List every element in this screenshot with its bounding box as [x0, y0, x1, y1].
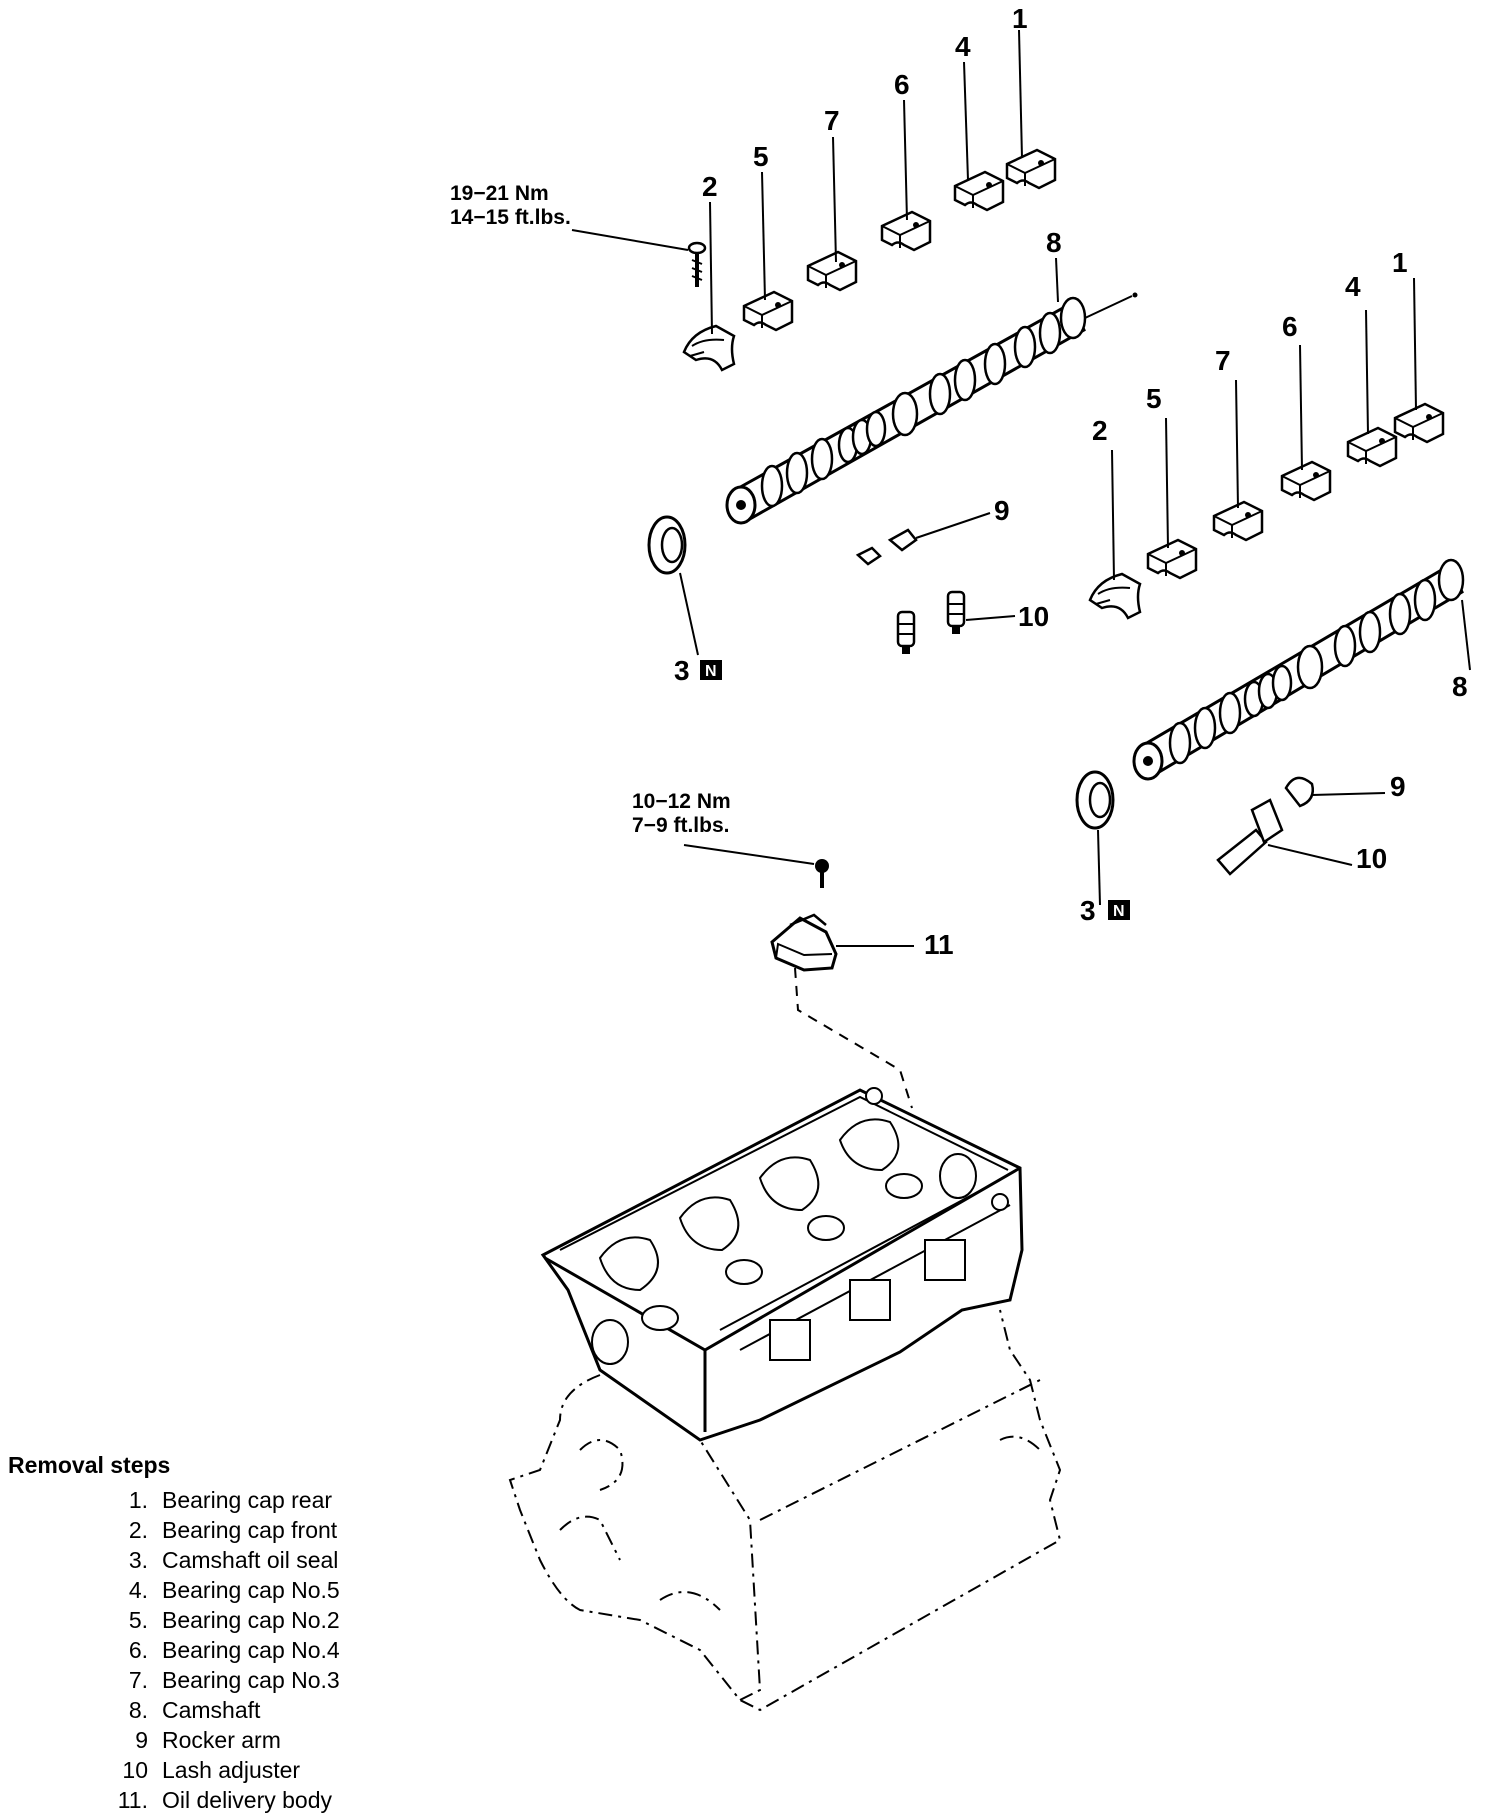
legend-item-number: 4. — [128, 1577, 148, 1603]
removal-steps-legend: Removal steps 1. Bearing cap rear 2. Beari… — [8, 1452, 428, 1815]
legend-item: 3. Camshaft oil seal — [8, 1545, 428, 1575]
upper-bearing-caps — [682, 148, 1057, 372]
callout-lower-2: 2 — [1092, 415, 1108, 446]
legend-item: 10 Lash adjuster — [8, 1755, 428, 1785]
callout-11: 11 — [924, 929, 954, 960]
callout-lower-5: 5 — [1146, 383, 1162, 414]
legend-item: 6. Bearing cap No.4 — [8, 1635, 428, 1665]
callout-upper-9: 9 — [994, 495, 1010, 526]
callout-lower-1: 1 — [1392, 247, 1408, 278]
legend-item: 2. Bearing cap front — [8, 1515, 428, 1545]
torque-spec-oil-delivery-ftlbs: 7−9 ft.lbs. — [632, 814, 729, 837]
callout-upper-1: 1 — [1012, 3, 1028, 34]
new-part-mark-lower-letter: N — [1113, 903, 1125, 920]
legend-item-number: 6. — [128, 1637, 148, 1663]
legend-item: 7. Bearing cap No.3 — [8, 1665, 428, 1695]
legend-item-text: Camshaft oil seal — [162, 1547, 339, 1573]
legend-list: 1. Bearing cap rear 2. Bearing cap front 3… — [8, 1485, 428, 1815]
legend-item-text: Bearing cap No.2 — [162, 1607, 340, 1633]
torque-spec-oil-delivery-nm: 10−12 Nm — [632, 790, 731, 813]
callout-lower-10: 10 — [1356, 843, 1387, 874]
legend-item-number: 1. — [128, 1487, 148, 1513]
legend-item: 11. Oil delivery body — [8, 1785, 428, 1815]
callout-lower-8: 8 — [1452, 671, 1468, 702]
callout-lower-7: 7 — [1215, 345, 1231, 376]
legend-item-text: Rocker arm — [162, 1727, 281, 1753]
engine-block — [508, 1309, 1062, 1712]
legend-item-text: Bearing cap front — [162, 1517, 338, 1543]
callout-upper-3: 3 — [674, 655, 690, 686]
legend-item-number: 3. — [128, 1547, 148, 1573]
callout-lower-6: 6 — [1282, 311, 1298, 342]
upper-rocker-arms — [855, 512, 991, 566]
legend-item-text: Bearing cap No.5 — [162, 1577, 340, 1603]
legend-item-text: Bearing cap No.3 — [162, 1667, 340, 1693]
legend-item: 8. Camshaft — [8, 1695, 428, 1725]
new-part-mark-upper-letter: N — [705, 663, 717, 680]
torque-spec-camshaft-cap: 19−21 Nm 14−15 ft.lbs. — [450, 182, 571, 229]
lower-lash-adjuster — [1216, 798, 1353, 876]
legend-item-text: Oil delivery body — [162, 1787, 333, 1813]
legend-item-number: 10 — [122, 1757, 148, 1783]
legend-title: Removal steps — [8, 1452, 171, 1478]
legend-item: 4. Bearing cap No.5 — [8, 1575, 428, 1605]
legend-item-text: Lash adjuster — [162, 1757, 301, 1783]
callout-upper-7: 7 — [824, 105, 840, 136]
new-part-mark-lower: N — [1108, 900, 1130, 920]
lower-bearing-caps — [1088, 402, 1445, 620]
legend-item-number: 7. — [128, 1667, 148, 1693]
callout-upper-5: 5 — [753, 141, 769, 172]
oil-delivery-bolt — [683, 844, 829, 888]
cylinder-head — [540, 1087, 1024, 1442]
callout-labels-lower: 1 4 6 7 5 2 8 9 10 3 N — [1080, 247, 1468, 926]
oil-delivery-body — [770, 913, 914, 1109]
callout-lower-4: 4 — [1345, 271, 1361, 302]
legend-item: 5. Bearing cap No.2 — [8, 1605, 428, 1635]
callout-upper-10: 10 — [1018, 601, 1049, 632]
legend-item-text: Bearing cap No.4 — [162, 1637, 340, 1663]
legend-item: 9 Rocker arm — [8, 1725, 428, 1755]
torque-spec-oil-delivery: 10−12 Nm 7−9 ft.lbs. — [632, 790, 731, 837]
callout-lower-3: 3 — [1080, 895, 1096, 926]
upper-leader-lines — [709, 29, 1059, 335]
legend-item-number: 8. — [128, 1697, 148, 1723]
legend-item-number: 9 — [135, 1727, 148, 1753]
lower-oil-seal — [1075, 770, 1115, 906]
new-part-mark-upper: N — [700, 660, 722, 680]
callout-lower-9: 9 — [1390, 771, 1406, 802]
upper-cap-bolt — [571, 229, 707, 287]
lower-leader-lines — [1111, 277, 1471, 671]
callout-labels-upper: 1 4 6 7 5 2 8 9 10 3 N — [674, 3, 1062, 686]
torque-spec-camshaft-ftlbs: 14−15 ft.lbs. — [450, 206, 571, 229]
lower-rocker-arm — [1284, 776, 1386, 808]
legend-item-number: 11. — [117, 1787, 148, 1813]
callout-upper-8: 8 — [1046, 227, 1062, 258]
legend-item: 1. Bearing cap rear — [8, 1485, 428, 1515]
torque-spec-camshaft-nm: 19−21 Nm — [450, 182, 549, 205]
upper-camshaft — [725, 292, 1138, 525]
callout-upper-2: 2 — [702, 171, 718, 202]
legend-item-number: 5. — [128, 1607, 148, 1633]
upper-oil-seal — [647, 515, 699, 656]
legend-item-number: 2. — [128, 1517, 148, 1543]
legend-item-text: Camshaft — [162, 1697, 261, 1723]
upper-lash-adjusters — [896, 590, 1016, 656]
callout-upper-6: 6 — [894, 69, 910, 100]
legend-item-text: Bearing cap rear — [162, 1487, 333, 1513]
callout-upper-4: 4 — [955, 31, 971, 62]
lower-camshaft — [1132, 558, 1465, 781]
